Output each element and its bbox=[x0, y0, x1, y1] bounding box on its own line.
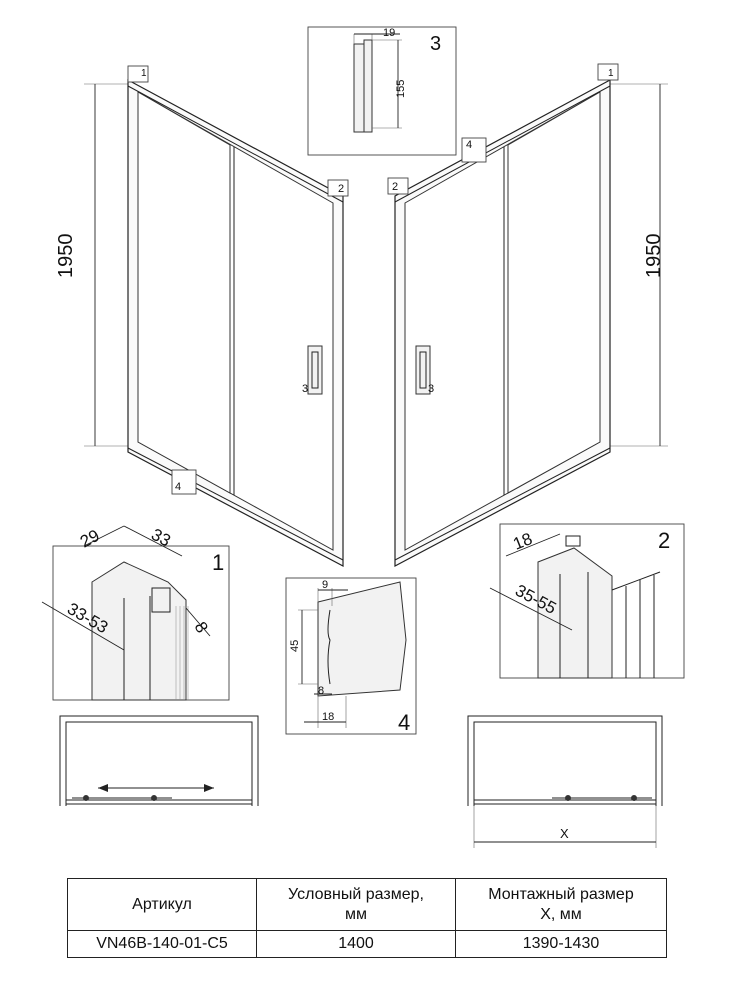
specification-table: Артикул Условный размер, мм Монтажный ра… bbox=[67, 878, 667, 958]
handle-bar-side bbox=[363, 39, 373, 133]
handle-detail-number: 3 bbox=[430, 33, 441, 55]
table-row: VN46B-140-01-C5 1400 1390-1430 bbox=[67, 930, 667, 958]
handle-detail: 3 19 155 bbox=[307, 26, 457, 156]
left-enclosure-panel: 1950 1 2 3 4 bbox=[55, 65, 349, 567]
handle-width-label: 19 bbox=[383, 27, 395, 39]
detail-1-number: 1 bbox=[212, 550, 224, 575]
handle-left bbox=[307, 345, 323, 395]
handle-detail-frame bbox=[307, 26, 457, 156]
height-dimension-right: 1950 bbox=[643, 234, 665, 279]
height-dimension-left: 1950 bbox=[55, 234, 77, 279]
callout-2-left bbox=[327, 179, 349, 197]
right-enclosure-panel: 1950 1 2 3 4 bbox=[387, 63, 668, 567]
profile-detail-2: 2 18 35-55 bbox=[489, 523, 685, 679]
plan-view-right: X bbox=[467, 715, 663, 848]
callout-2-right bbox=[387, 177, 409, 195]
detail-4-dim-bottom: 18 bbox=[322, 711, 334, 723]
header-mounting-size: Монтажный размер X, мм bbox=[455, 878, 667, 931]
technical-drawing: 3 19 155 1950 1 2 3 bbox=[41, 26, 685, 848]
header-article: Артикул bbox=[67, 878, 257, 931]
callout-4-right-label: 4 bbox=[466, 139, 472, 151]
detail-2-number: 2 bbox=[658, 528, 670, 553]
detail-4-dim-height: 45 bbox=[289, 640, 301, 652]
callout-2-right-label: 2 bbox=[392, 181, 398, 193]
handle-bar bbox=[353, 43, 365, 133]
callout-1-left-label: 1 bbox=[141, 68, 147, 79]
plan-x-label: X bbox=[560, 826, 569, 841]
cell-nominal-size: 1400 bbox=[256, 930, 456, 958]
detail-4-dim-top: 9 bbox=[322, 579, 328, 591]
cell-mounting-size: 1390-1430 bbox=[455, 930, 667, 958]
callout-4-left bbox=[171, 469, 197, 495]
cell-article: VN46B-140-01-C5 bbox=[67, 930, 257, 958]
callout-1-right-label: 1 bbox=[608, 68, 614, 79]
profile-detail-1: 1 29 33 33-53 8 bbox=[41, 525, 230, 701]
table-header-row: Артикул Условный размер, мм Монтажный ра… bbox=[67, 878, 667, 931]
profile-detail-4: 4 9 45 8 18 bbox=[285, 577, 417, 735]
handle-height-label: 155 bbox=[395, 80, 407, 98]
callout-4-left-label: 4 bbox=[175, 481, 181, 493]
callout-1-left bbox=[127, 65, 149, 83]
callout-2-left-label: 2 bbox=[338, 183, 344, 195]
detail-4-dim-mid: 8 bbox=[318, 685, 324, 697]
plan-view-left bbox=[59, 715, 259, 806]
header-nominal-size: Условный размер, мм bbox=[256, 878, 456, 931]
callout-4-right bbox=[461, 137, 487, 163]
callout-3-right-label: 3 bbox=[428, 383, 434, 395]
callout-1-right bbox=[597, 63, 619, 81]
detail-4-number: 4 bbox=[398, 710, 410, 735]
callout-3-left-label: 3 bbox=[302, 383, 308, 395]
